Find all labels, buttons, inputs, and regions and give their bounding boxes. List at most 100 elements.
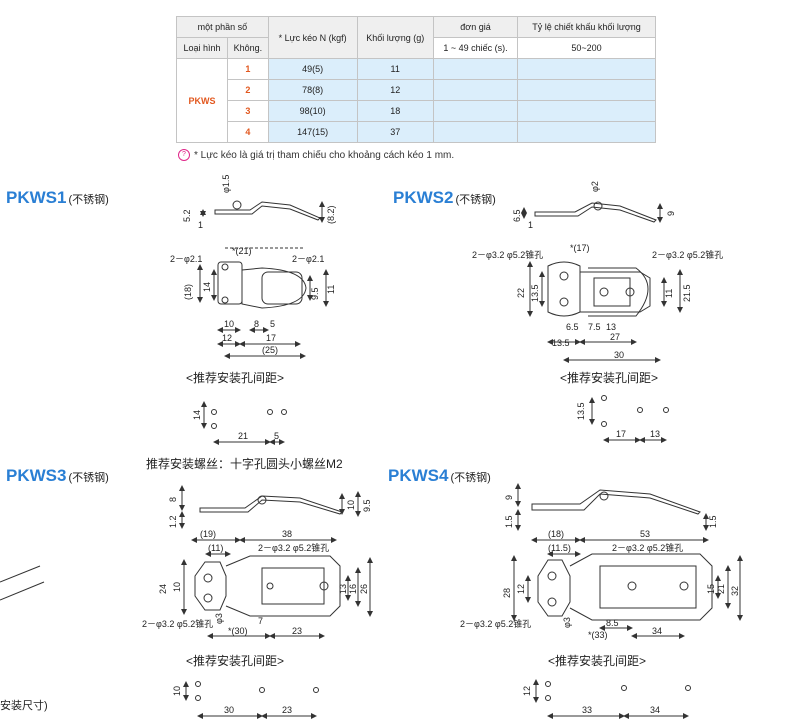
dim-label: 33 [582, 705, 592, 715]
header-pull-force: * Lực kéo N (kgf) [267, 16, 358, 59]
model-name: PKWS3 [6, 466, 67, 485]
row-price [432, 100, 519, 122]
dim-label: 2－φ3.2 φ5.2锥孔 [472, 249, 543, 260]
dim-label: 8 [254, 319, 259, 329]
dim-label: 9 [666, 211, 676, 216]
dim-label: φ3 [214, 613, 224, 624]
pkws1-plan-view [197, 247, 329, 359]
dim-label: 34 [650, 705, 660, 715]
recommended-spacing-label: <推荐安装孔间距> [548, 654, 647, 668]
table-note: ? * Lực kéo là giá trị tham chiếu cho kh… [178, 149, 454, 161]
dim-label: φ3 [562, 617, 572, 628]
dim-label: 6.5 [566, 322, 579, 332]
dim-label: 24 [158, 584, 168, 594]
model-name: PKWS2 [393, 188, 454, 207]
dim-label: 2－φ2.1 [170, 254, 202, 264]
row-force: 98(10) [267, 100, 358, 122]
dim-label: (18) [548, 529, 564, 539]
dim-label: (25) [262, 345, 278, 355]
row-force: 147(15) [267, 121, 358, 143]
dim-label: 1 [198, 220, 203, 230]
dim-label: 53 [640, 529, 650, 539]
dim-label: 26 [359, 584, 369, 594]
pkws4-hole-pattern [533, 679, 691, 719]
dim-label: 12 [522, 686, 532, 696]
model-name: PKWS1 [6, 188, 67, 207]
row-no: 3 [227, 100, 269, 122]
type-cell: PKWS [175, 58, 229, 143]
row-no: 2 [227, 79, 269, 101]
model-material: (不锈钢) [455, 194, 496, 206]
model-material: (不锈钢) [68, 472, 109, 484]
dim-label: 2－φ3.2 φ5.2锥孔 [142, 618, 213, 629]
recommended-spacing-label: <推荐安装孔间距> [186, 654, 285, 668]
dim-label: 32 [730, 586, 740, 596]
dim-label: 2－φ3.2 φ5.2锥孔 [612, 542, 683, 553]
dim-label: 9.5 [310, 287, 320, 300]
dim-label: 13.5 [530, 284, 540, 302]
dim-label: 22 [516, 288, 526, 298]
dim-label: 8 [168, 497, 178, 502]
dim-label: 1.5 [708, 515, 718, 528]
dim-label: 27 [610, 332, 620, 342]
cut-off-label: 安装尺寸) [0, 700, 48, 712]
model-material: (不锈钢) [450, 472, 491, 484]
dim-label: 28 [502, 588, 512, 598]
dim-label: 14 [192, 410, 202, 420]
model-heading-pkws1: PKWS1(不锈钢) [6, 188, 109, 208]
row-price [432, 79, 519, 101]
dim-label: 13 [606, 322, 616, 332]
dim-label: 17 [616, 429, 626, 439]
dim-label: 23 [282, 705, 292, 715]
dim-label: 30 [224, 705, 234, 715]
dim-label: 38 [282, 529, 292, 539]
dim-label: 2－φ3.2 φ5.2锥孔 [258, 542, 329, 553]
dim-label: 10 [172, 582, 182, 592]
dim-label: (18) [183, 284, 193, 300]
dim-label: 10 [224, 319, 234, 329]
row-price [432, 58, 519, 80]
dim-label: 5 [274, 431, 279, 441]
dim-label: 13.5 [576, 402, 586, 420]
model-heading-pkws4: PKWS4(不锈钢) [388, 466, 491, 486]
dim-label: 21 [716, 584, 726, 594]
dim-label: 1 [528, 220, 533, 230]
dim-label: 17 [266, 333, 276, 343]
dim-label: 5.2 [182, 209, 192, 222]
row-discount [517, 100, 656, 122]
dim-label: 13 [650, 429, 660, 439]
model-heading-pkws2: PKWS2(不锈钢) [393, 188, 496, 208]
dim-label: (11) [208, 543, 223, 553]
row-price [432, 121, 519, 143]
dim-label: 7.5 [588, 322, 601, 332]
dim-label: 1.2 [168, 515, 178, 528]
cut-line [0, 581, 45, 601]
dim-label: 2－φ3.2 φ5.2锥孔 [460, 618, 531, 629]
dim-label: *(30) [228, 626, 248, 636]
dim-label: 34 [652, 626, 662, 636]
row-no: 4 [227, 121, 269, 143]
dim-label: (19) [200, 529, 216, 539]
pkws3-plan-view [181, 537, 373, 639]
dim-label: 10 [172, 686, 182, 696]
pkws4-side-view [515, 483, 709, 531]
dim-label: 10 [346, 500, 356, 510]
dim-label: 12 [516, 584, 526, 594]
dim-label: 11 [326, 285, 336, 294]
qty-range: 1 ~ 49 chiếc (s). [432, 37, 519, 59]
dim-label: 14 [202, 282, 212, 292]
dim-label: (11.5) [548, 543, 571, 553]
header-discount: Tỷ lệ chiết khấu khối lượng [517, 16, 656, 38]
dim-label: (8.2) [326, 205, 336, 224]
row-discount [517, 121, 656, 143]
row-discount [517, 58, 656, 80]
dim-label: 6.5 [512, 209, 522, 222]
dim-label: 1.5 [504, 515, 514, 528]
dim-label: *(17) [570, 243, 590, 253]
hint-icon: ? [178, 149, 190, 161]
dim-label: φ1.5 [221, 175, 231, 193]
dim-label: 21.5 [682, 284, 692, 302]
dim-label: 13.5 [552, 338, 570, 348]
dim-label: 16 [348, 584, 358, 594]
